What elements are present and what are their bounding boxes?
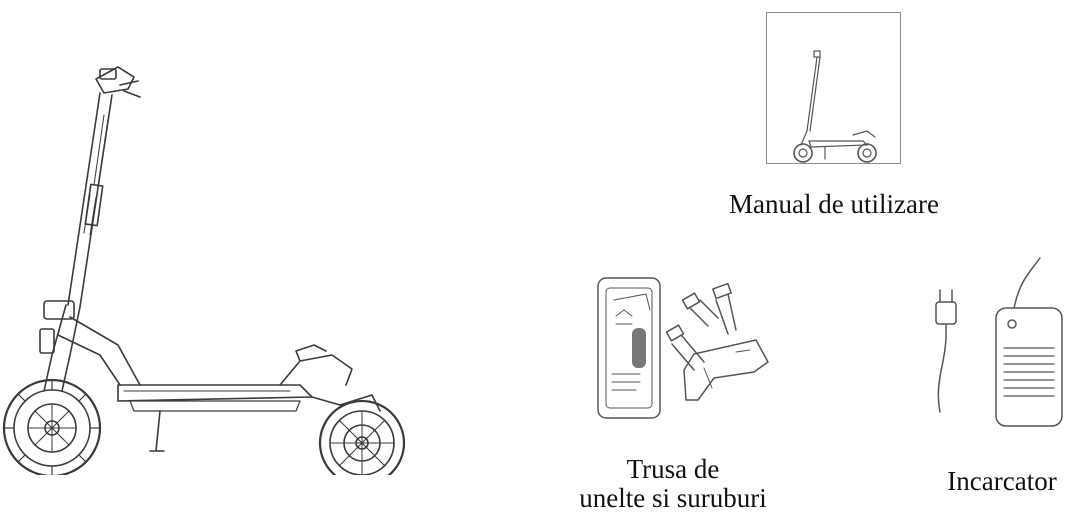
manual-scooter-handle (813, 50, 821, 58)
toolkit-caption-line2: unelte si suruburi (579, 483, 767, 513)
plug-icon (935, 301, 957, 325)
charger-brick (995, 307, 1063, 427)
charger-caption: Incarcator (947, 466, 1057, 496)
hex-key-2 (715, 293, 737, 335)
toolkit-illustration (586, 270, 782, 430)
charger-illustration (930, 252, 1074, 432)
toolkit-caption-line1: Trusa de (626, 454, 720, 484)
plug-prongs (939, 289, 953, 303)
hex-key-3 (671, 335, 705, 371)
user-manual-image (766, 12, 901, 164)
tool-card (597, 277, 661, 419)
scooter-illustration (0, 55, 420, 475)
hex-key-1 (689, 299, 719, 327)
manual-caption: Manual de utilizare (729, 189, 939, 219)
